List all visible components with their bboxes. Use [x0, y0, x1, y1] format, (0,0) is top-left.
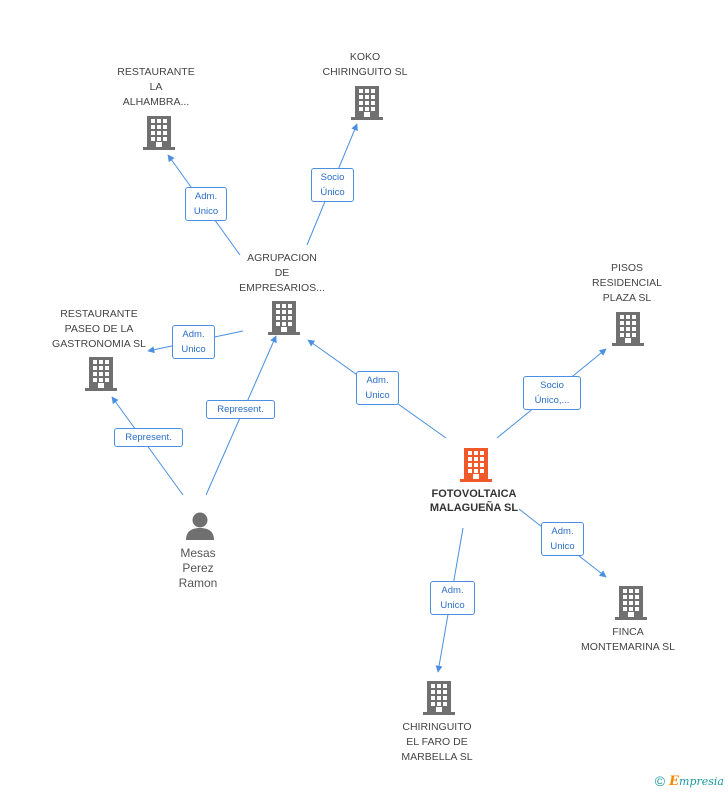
building-icon[interactable] [423, 681, 455, 715]
building-icon[interactable] [143, 116, 175, 150]
node-label-finca[interactable]: FINCA MONTEMARINA SL [581, 626, 675, 653]
brand-initial: E [669, 773, 680, 789]
building-icon[interactable] [460, 448, 492, 482]
edge-label-agrupacion-alhambra[interactable]: Adm. Unico [185, 187, 227, 221]
node-label-agrupacion[interactable]: AGRUPACION DE EMPRESARIOS... [239, 252, 325, 294]
node-label-fotovoltaica[interactable]: FOTOVOLTAICA MALAGUEÑA SL [429, 488, 519, 514]
edge-label-mesas-paseo[interactable]: Represent. [114, 428, 183, 447]
brand-name: mpresia [679, 774, 724, 788]
node-label-alhambra[interactable]: RESTAURANTE LA ALHAMBRA... [117, 66, 195, 108]
edge-label-agrupacion-paseo[interactable]: Adm. Unico [172, 325, 215, 359]
building-icon[interactable] [85, 357, 117, 391]
building-icon[interactable] [612, 312, 644, 346]
person-icon[interactable] [186, 512, 214, 541]
edge-label-mesas-agrupacion[interactable]: Represent. [206, 400, 275, 419]
node-label-paseo[interactable]: RESTAURANTE PASEO DE LA GASTRONOMIA SL [52, 308, 146, 350]
edge-label-fotovoltaica-pisos[interactable]: Socio Único,... [523, 376, 581, 410]
edge-label-fotovoltaica-agrupacion[interactable]: Adm. Unico [356, 371, 399, 405]
copyright-icon: © [654, 773, 666, 789]
node-label-pisos[interactable]: PISOS RESIDENCIAL PLAZA SL [591, 262, 663, 304]
node-label-koko[interactable]: KOKO CHIRINGUITO SL [322, 51, 408, 78]
building-icon[interactable] [351, 86, 383, 120]
building-icon[interactable] [268, 301, 300, 335]
edge-label-fotovoltaica-finca[interactable]: Adm. Unico [541, 522, 584, 556]
node-label-mesas[interactable]: Mesas Perez Ramon [178, 546, 218, 590]
node-label-faro[interactable]: CHIRINGUITO EL FARO DE MARBELLA SL [401, 721, 473, 763]
edge-label-agrupacion-koko[interactable]: Socio Único [311, 168, 354, 202]
brand-logo[interactable]: Empresia [669, 774, 724, 789]
edge-label-fotovoltaica-faro[interactable]: Adm. Unico [430, 581, 475, 615]
building-icon[interactable] [615, 586, 647, 620]
footer-brand: © Empresia [655, 773, 724, 789]
